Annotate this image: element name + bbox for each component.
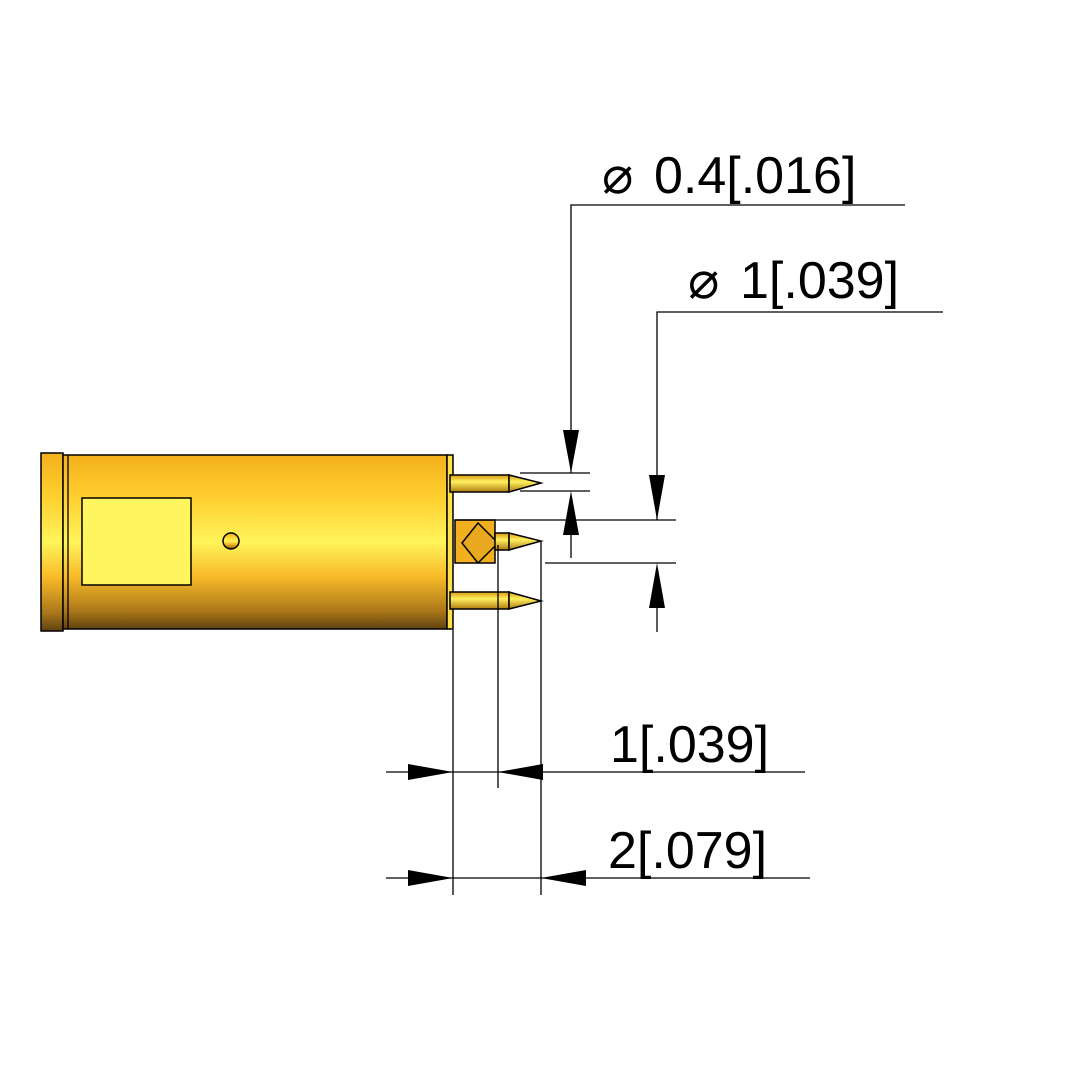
pin-bottom — [449, 591, 544, 610]
dimension-text: 1[.039] — [610, 716, 769, 774]
dimension-pin-shoulder-length: 1[.039] — [386, 716, 805, 780]
dimension-text: 1[.039] — [740, 252, 899, 310]
dimension-pin-diameter: ⌀ 0.4[.016] — [520, 147, 905, 558]
diameter-symbol: ⌀ — [688, 252, 719, 310]
hole — [222, 532, 240, 550]
dimension-text: 2[.079] — [608, 822, 767, 880]
label-pad — [81, 497, 192, 586]
dimension-pin-base-diameter: ⌀ 1[.039] — [455, 252, 943, 632]
pin-top — [449, 474, 544, 493]
flange — [40, 452, 64, 632]
connector-body — [40, 452, 454, 632]
end-plate — [446, 454, 454, 630]
dimension-text: 0.4[.016] — [654, 147, 856, 205]
pin-center — [454, 519, 544, 565]
diameter-symbol: ⌀ — [602, 147, 633, 205]
dimension-pin-total-length: 2[.079] — [386, 822, 810, 886]
